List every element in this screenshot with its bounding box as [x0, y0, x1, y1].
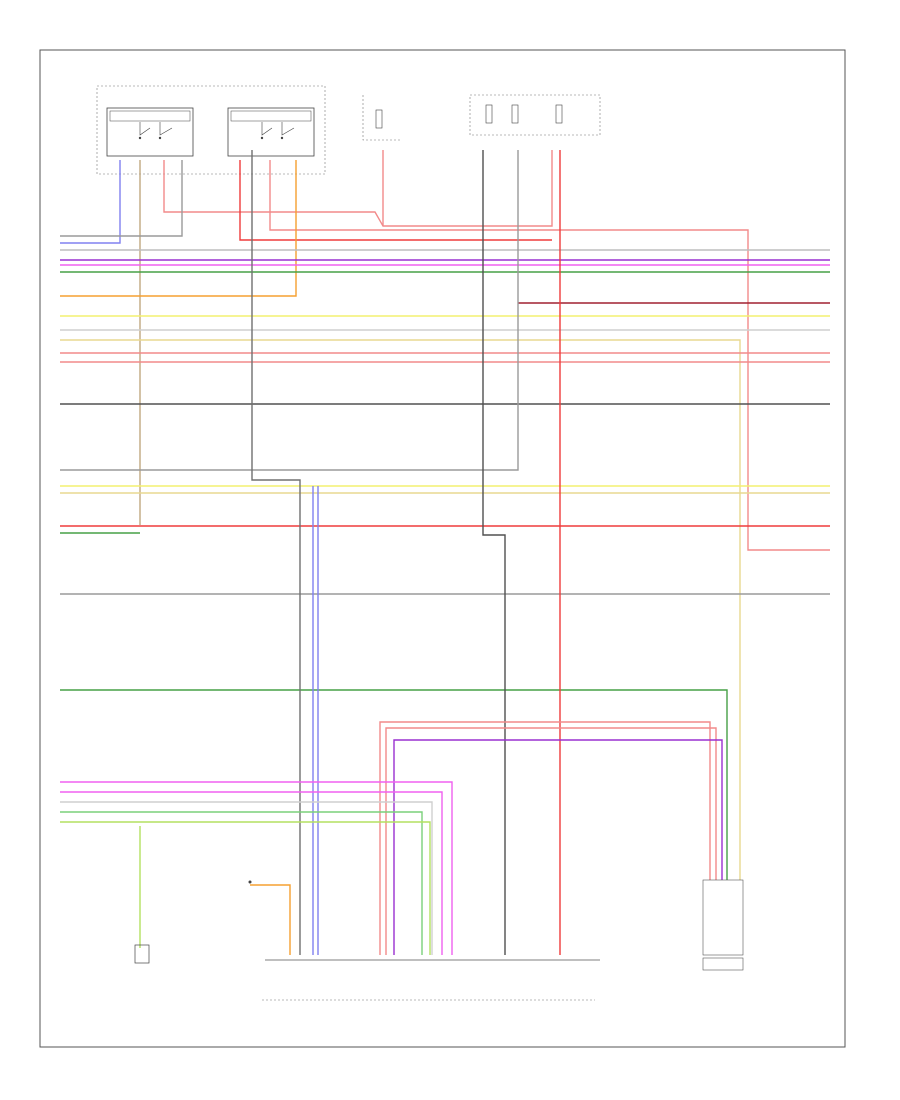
wire-violet-bundle — [393, 739, 723, 955]
wires — [60, 150, 830, 955]
wire-orange-ecm — [250, 884, 291, 955]
diagram-border — [39, 49, 846, 1048]
wire-magenta-low — [60, 781, 453, 955]
wire-lightgray-low — [60, 801, 433, 955]
wire-gray-mid — [60, 150, 519, 471]
relay-1 — [106, 107, 194, 157]
wire-gray-relay — [60, 160, 183, 237]
wire-red-top-2 — [239, 160, 552, 241]
wire-red-top — [163, 150, 553, 227]
wire-orange-relay — [60, 160, 297, 297]
wire-pink-bundle-2 — [385, 727, 717, 955]
ecm-connector-note — [248, 880, 252, 884]
wire-magenta-low-2 — [60, 791, 443, 955]
dlc-connector — [134, 944, 150, 964]
wire-black-trunk — [482, 150, 506, 955]
wire-lime-low — [60, 821, 431, 955]
wire-pink-bundle-1 — [379, 721, 711, 955]
wire-green-low — [60, 811, 423, 955]
wire-green-long — [60, 689, 728, 880]
fuse-left — [362, 95, 400, 141]
fuse-box — [469, 94, 601, 136]
wire-gray-trunk — [251, 150, 301, 955]
sensor-connector — [702, 879, 744, 971]
wire-blue-relay — [60, 160, 121, 244]
wire-red-upper — [269, 160, 830, 551]
engine-control-module — [262, 959, 600, 1001]
relay-2 — [227, 107, 315, 157]
relay-box — [96, 85, 326, 175]
wire-tan-2 — [60, 339, 741, 880]
